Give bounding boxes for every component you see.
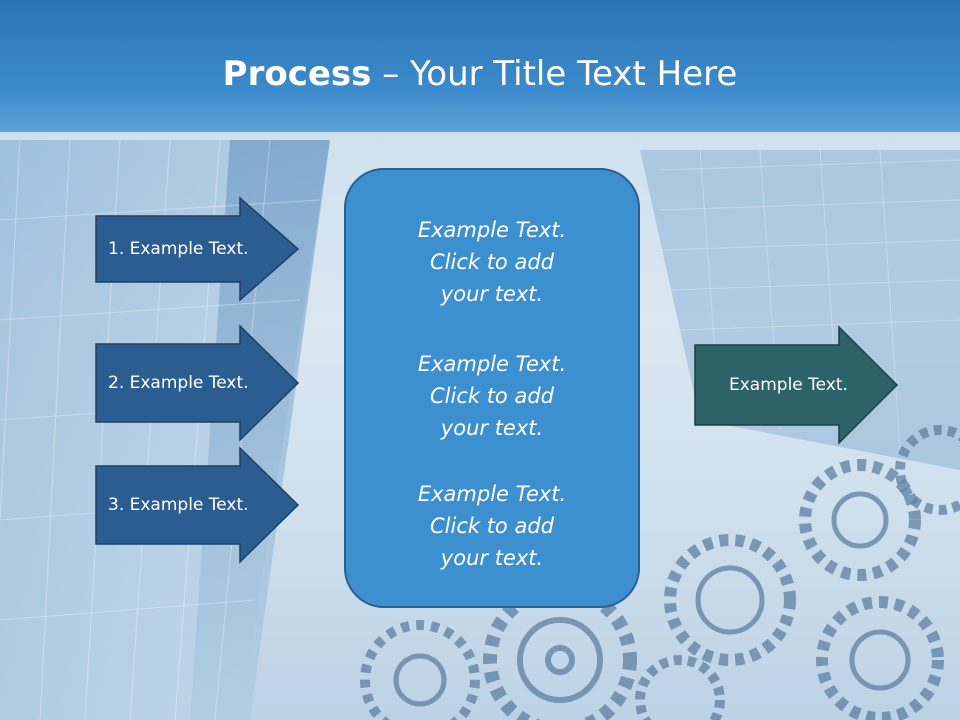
left-arrow-3[interactable]: 3. Example Text. [95, 446, 300, 564]
center-paragraph-1: Example Text. Click to add your text. [346, 214, 638, 310]
left-arrow-label-1: 1. Example Text. [108, 239, 249, 259]
left-arrow-label-3: 3. Example Text. [108, 495, 249, 515]
arrow-shape-2 [95, 324, 300, 442]
center-paragraph-3: Example Text. Click to add your text. [346, 478, 638, 574]
title-bar [0, 0, 960, 132]
left-arrow-2[interactable]: 2. Example Text. [95, 324, 300, 442]
center-line: your text. [440, 416, 544, 440]
title-rest: Your Title Text Here [410, 54, 738, 94]
slide-title[interactable]: Process – Your Title Text Here [0, 52, 960, 96]
center-paragraph-2: Example Text. Click to add your text. [346, 348, 638, 444]
center-line: Example Text. [417, 218, 567, 242]
center-line: Click to add [429, 250, 554, 274]
center-line: Click to add [429, 384, 554, 408]
center-line: Example Text. [417, 482, 567, 506]
center-line: your text. [440, 282, 544, 306]
center-text-box[interactable]: Example Text. Click to add your text. Ex… [344, 168, 640, 608]
title-dash: – [371, 54, 411, 94]
arrow-shape-3 [95, 446, 300, 564]
right-arrow-label: Example Text. [729, 375, 848, 395]
center-line: Example Text. [417, 352, 567, 376]
arrow-shape-1 [95, 196, 300, 302]
title-bold: Process [222, 54, 372, 94]
left-arrow-1[interactable]: 1. Example Text. [95, 196, 300, 302]
center-line: your text. [440, 546, 544, 570]
left-arrow-label-2: 2. Example Text. [108, 373, 249, 393]
right-arrow[interactable]: Example Text. [694, 325, 899, 445]
center-line: Click to add [429, 514, 554, 538]
right-arrow-shape [694, 325, 899, 445]
